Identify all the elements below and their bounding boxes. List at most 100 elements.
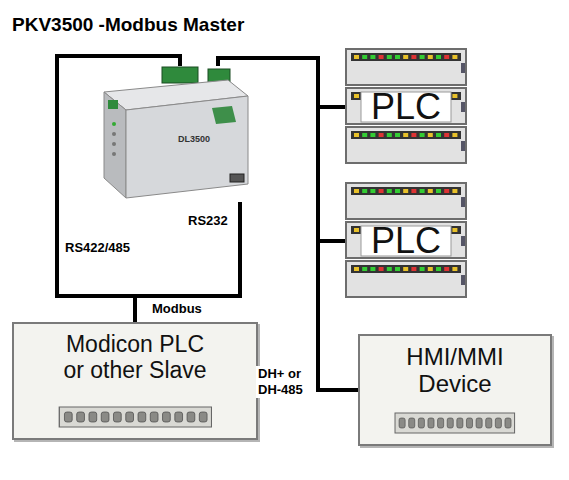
led bbox=[379, 189, 384, 193]
terminal-screw bbox=[162, 412, 170, 422]
led bbox=[444, 267, 449, 271]
led bbox=[379, 267, 384, 271]
device-emblem bbox=[212, 106, 236, 124]
shelf-edge bbox=[461, 141, 465, 151]
led bbox=[379, 133, 384, 137]
led bbox=[411, 189, 416, 193]
terminal-strip bbox=[58, 406, 213, 428]
model-label: DL3500 bbox=[178, 134, 210, 144]
led bbox=[428, 133, 433, 137]
led bbox=[420, 189, 425, 193]
terminal-screw bbox=[399, 418, 405, 428]
terminal-screw bbox=[447, 418, 453, 428]
logo bbox=[108, 100, 118, 109]
rack-label: PLC bbox=[345, 222, 467, 260]
led-strip bbox=[351, 131, 461, 139]
led bbox=[428, 55, 433, 59]
led bbox=[403, 189, 408, 193]
shelf-edge bbox=[461, 236, 465, 246]
rack-shelf bbox=[346, 127, 466, 163]
terminal-screw bbox=[428, 418, 434, 428]
terminal-screw bbox=[113, 412, 121, 422]
rack-label: PLC bbox=[345, 88, 467, 126]
terminal-strip-body bbox=[59, 407, 211, 427]
status-led bbox=[112, 142, 116, 146]
led bbox=[452, 55, 457, 59]
led bbox=[403, 267, 408, 271]
led bbox=[395, 133, 400, 137]
led bbox=[420, 133, 425, 137]
led bbox=[436, 267, 441, 271]
status-led bbox=[112, 122, 116, 126]
led bbox=[362, 267, 367, 271]
led-strip bbox=[351, 187, 461, 195]
led bbox=[403, 133, 408, 137]
cable-label: RS422/485 bbox=[63, 240, 132, 255]
led bbox=[387, 189, 392, 193]
terminal-screw bbox=[64, 412, 72, 422]
led bbox=[420, 267, 425, 271]
rack-shelf bbox=[346, 49, 466, 85]
led bbox=[403, 55, 408, 59]
plc-rack: PLC bbox=[345, 48, 467, 166]
cable-label: DH+ or DH-485 bbox=[256, 366, 316, 398]
bus-label: Modbus bbox=[150, 301, 204, 316]
device-label: Modicon PLC or other Slave bbox=[58, 332, 213, 384]
master-device-illustration bbox=[100, 66, 250, 202]
led bbox=[387, 267, 392, 271]
led bbox=[411, 267, 416, 271]
terminal-screw bbox=[409, 418, 415, 428]
cable bbox=[135, 202, 240, 322]
device-box: Modicon PLC or other Slave bbox=[12, 322, 258, 440]
led bbox=[428, 189, 433, 193]
led bbox=[362, 133, 367, 137]
shelf-edge bbox=[461, 102, 465, 112]
led bbox=[354, 189, 359, 193]
led bbox=[452, 133, 457, 137]
led bbox=[420, 55, 425, 59]
terminal-strip-body bbox=[395, 413, 515, 433]
terminal-block bbox=[162, 67, 198, 83]
led bbox=[354, 94, 359, 98]
terminal-screw bbox=[174, 412, 182, 422]
led bbox=[370, 189, 375, 193]
led bbox=[452, 228, 457, 232]
led bbox=[452, 189, 457, 193]
led bbox=[354, 55, 359, 59]
terminal-screw bbox=[125, 412, 133, 422]
terminal-strip bbox=[394, 412, 516, 434]
led bbox=[362, 55, 367, 59]
device-front bbox=[104, 92, 126, 198]
led bbox=[395, 55, 400, 59]
terminal-screw bbox=[187, 412, 195, 422]
led bbox=[452, 94, 457, 98]
led bbox=[411, 55, 416, 59]
led bbox=[370, 133, 375, 137]
led bbox=[362, 189, 367, 193]
led bbox=[379, 55, 384, 59]
terminal-screw bbox=[199, 412, 207, 422]
led bbox=[444, 55, 449, 59]
device-face bbox=[126, 96, 248, 198]
led bbox=[428, 267, 433, 271]
terminal-screw bbox=[138, 412, 146, 422]
led bbox=[411, 133, 416, 137]
led bbox=[370, 55, 375, 59]
shelf-edge bbox=[461, 197, 465, 207]
led bbox=[354, 267, 359, 271]
led bbox=[436, 55, 441, 59]
shelf-edge bbox=[461, 63, 465, 73]
shelf-edge bbox=[461, 275, 465, 285]
led bbox=[436, 189, 441, 193]
led bbox=[395, 189, 400, 193]
terminal-screw bbox=[76, 412, 84, 422]
led bbox=[354, 228, 359, 232]
terminal-screw bbox=[438, 418, 444, 428]
device-label: HMI/MMI Device bbox=[380, 344, 530, 398]
led bbox=[444, 133, 449, 137]
terminal-screw bbox=[89, 412, 97, 422]
led bbox=[354, 133, 359, 137]
device-heading: PKV3500 -Modbus Master bbox=[12, 14, 244, 36]
led bbox=[444, 189, 449, 193]
terminal-screw bbox=[467, 418, 473, 428]
